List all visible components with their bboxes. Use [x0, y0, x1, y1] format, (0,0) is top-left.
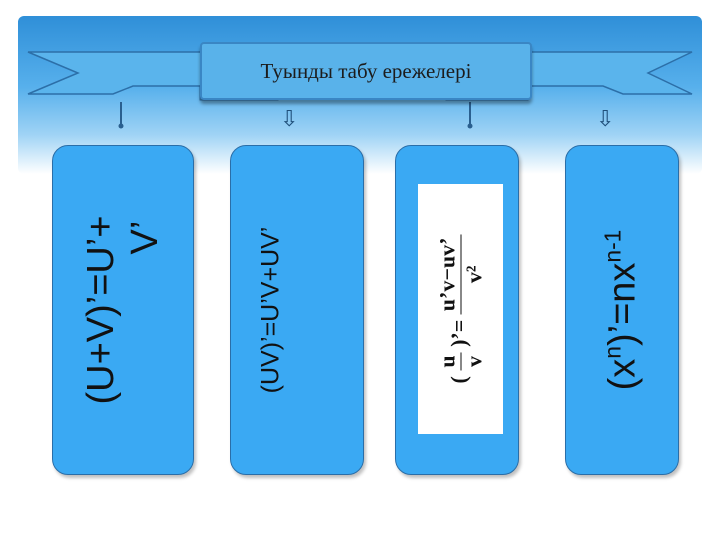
power-sup-n: n	[599, 346, 626, 359]
rule-card-sum: (U+V)’=U’+ V’	[52, 145, 194, 475]
quotient-lhs-den: v	[461, 356, 486, 368]
rule-sum-text: (U+V)’=U’+ V’	[79, 216, 167, 405]
power-sup-n-1: n-1	[599, 229, 626, 263]
quotient-lhs-close: )’=	[445, 319, 471, 347]
ribbon-right-tail	[527, 51, 693, 95]
page-title: Туынды табу ережелері	[260, 58, 472, 83]
quotient-lhs-fraction: u v	[434, 352, 487, 371]
power-middle: )’=nx	[601, 262, 644, 347]
power-prefix: (x	[601, 358, 644, 391]
rule-card-product: (UV)’=U’V+UV’	[230, 145, 364, 475]
rule-card-quotient: ( u v )’= u’v−uv’ v²	[395, 145, 519, 475]
rule-sum-line1: (U+V)’=U’+	[80, 215, 122, 405]
connector-dot-1	[118, 123, 124, 129]
quotient-formula-box: ( u v )’= u’v−uv’ v²	[418, 184, 503, 434]
connector-dot-3	[467, 123, 473, 129]
arrow-down-icon-2: ⇩	[280, 106, 299, 131]
rule-sum-line2: V’	[124, 220, 166, 255]
quotient-lhs-open: (	[445, 376, 471, 384]
title-banner: Туынды табу ережелері	[200, 42, 532, 100]
rule-power-text: (xn)’=nxn-1	[600, 230, 645, 391]
ribbon-left-tail	[27, 51, 214, 95]
arrow-down-icon-4: ⇩	[596, 106, 615, 131]
quotient-rhs-num: u’v−uv’	[434, 234, 461, 315]
quotient-rhs-fraction: u’v−uv’ v²	[434, 234, 487, 315]
quotient-lhs-num: u	[434, 352, 461, 371]
rule-quotient-formula: ( u v )’= u’v−uv’ v²	[434, 234, 487, 384]
quotient-rhs-den: v²	[461, 265, 486, 284]
rule-card-power: (xn)’=nxn-1	[565, 145, 679, 475]
rule-product-text: (UV)’=U’V+UV’	[256, 226, 285, 394]
